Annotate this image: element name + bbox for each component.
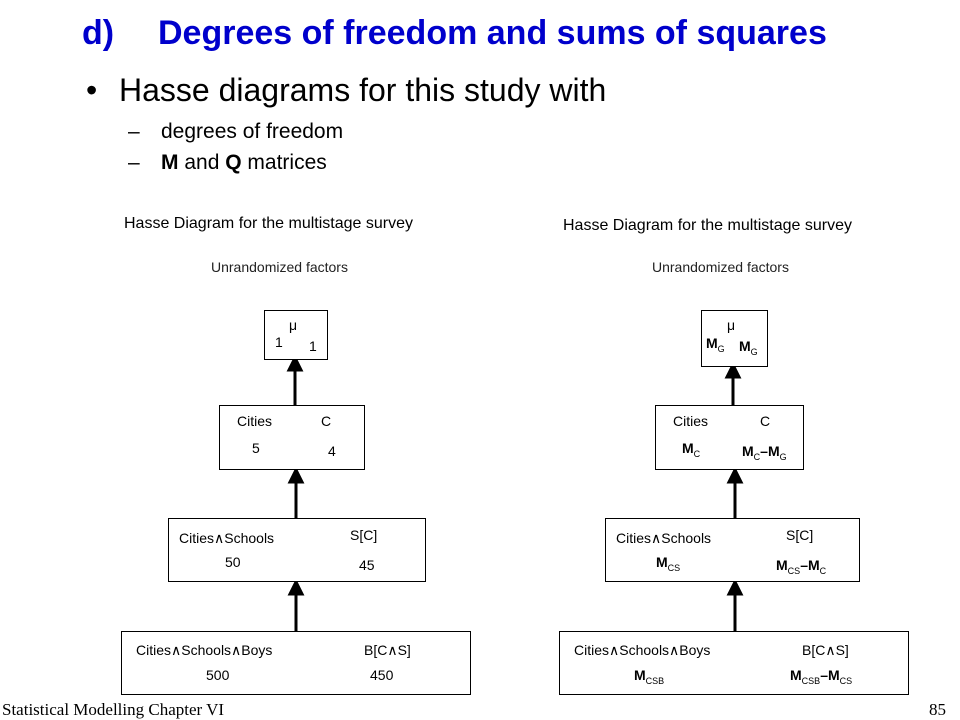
arrowhead xyxy=(287,578,305,596)
arrowhead xyxy=(724,361,742,379)
sub-bullet-1-text: degrees of freedom xyxy=(161,120,344,143)
right-schools-box: Cities∧Schools S[C] MCS MCS–MC xyxy=(605,518,860,582)
m-csb-matrix: MCSB xyxy=(634,667,665,686)
cities-short: C xyxy=(760,413,771,429)
q-word: Q xyxy=(225,151,242,174)
mu-symbol: μ xyxy=(289,317,298,333)
cities-label: Cities xyxy=(237,413,273,429)
m-cs-matrix: MCS xyxy=(656,554,681,573)
mu-df-a: 1 xyxy=(275,334,283,350)
left-cities-box: Cities C 5 4 xyxy=(219,405,365,470)
right-mu-box: μ MG MG xyxy=(701,310,768,367)
mu-symbol: μ xyxy=(727,317,736,333)
boys-short: B[C∧S] xyxy=(802,642,849,658)
arrowhead xyxy=(287,466,305,484)
mu-df-b: 1 xyxy=(309,338,317,354)
q-c-matrix: MC–MG xyxy=(742,443,787,462)
m-c-matrix: MC xyxy=(682,440,701,459)
boys-label: Cities∧Schools∧Boys xyxy=(574,642,711,658)
left-schools-box: Cities∧Schools S[C] 50 45 xyxy=(168,518,426,582)
sub-bullet-1: –degrees of freedom xyxy=(128,120,343,144)
schools-short: S[C] xyxy=(350,527,378,543)
left-diagram-title: Hasse Diagram for the multistage survey xyxy=(124,215,413,232)
arrowhead xyxy=(726,466,744,484)
sub-bullet-2: –M and Q matrices xyxy=(128,151,327,175)
bullet-dot: • xyxy=(86,72,98,108)
boys-short: B[C∧S] xyxy=(364,642,411,658)
arrowhead xyxy=(726,578,744,596)
schools-df: 45 xyxy=(359,557,375,573)
left-diagram-subtitle: Unrandomized factors xyxy=(211,259,348,275)
cities-short: C xyxy=(321,413,332,429)
title-number: d) xyxy=(82,14,115,52)
m-g-matrix: MG xyxy=(706,335,725,354)
right-diagram-title: Hasse Diagram for the multistage survey xyxy=(563,217,852,234)
boys-label: Cities∧Schools∧Boys xyxy=(136,642,273,658)
and-word: and xyxy=(178,151,226,174)
cities-levels: 5 xyxy=(252,440,260,456)
schools-label: Cities∧Schools xyxy=(179,530,275,546)
slide-title: d) Degrees of freedom and sums of squares xyxy=(82,14,827,53)
schools-label: Cities∧Schools xyxy=(616,530,712,546)
right-diagram-subtitle: Unrandomized factors xyxy=(652,259,789,275)
right-cities-box: Cities C MC MC–MG xyxy=(655,405,804,470)
left-mu-box: μ 1 1 xyxy=(264,310,328,360)
q-csb-matrix: MCSB–MCS xyxy=(790,667,853,686)
bullet-text: Hasse diagrams for this study with xyxy=(119,72,607,108)
arrowhead xyxy=(286,354,304,372)
left-boys-box: Cities∧Schools∧Boys B[C∧S] 500 450 xyxy=(121,631,471,695)
sub-dash: – xyxy=(128,120,140,143)
q-cs-matrix: MCS–MC xyxy=(776,557,827,576)
schools-short: S[C] xyxy=(786,527,814,543)
cities-label: Cities xyxy=(673,413,709,429)
sub-dash: – xyxy=(128,151,140,174)
boys-levels: 500 xyxy=(206,667,230,683)
q-g-matrix: MG xyxy=(739,338,758,357)
schools-levels: 50 xyxy=(225,554,241,570)
bullet-main: • Hasse diagrams for this study with xyxy=(86,72,606,109)
footer-course: Statistical Modelling Chapter VI xyxy=(2,700,225,719)
matrices-word: matrices xyxy=(241,151,327,174)
right-boys-box: Cities∧Schools∧Boys B[C∧S] MCSB MCSB–MCS xyxy=(559,631,909,695)
boys-df: 450 xyxy=(370,667,394,683)
title-text: Degrees of freedom and sums of squares xyxy=(158,14,827,52)
cities-df: 4 xyxy=(328,443,336,459)
page-number: 85 xyxy=(929,700,946,719)
m-word: M xyxy=(161,151,179,174)
